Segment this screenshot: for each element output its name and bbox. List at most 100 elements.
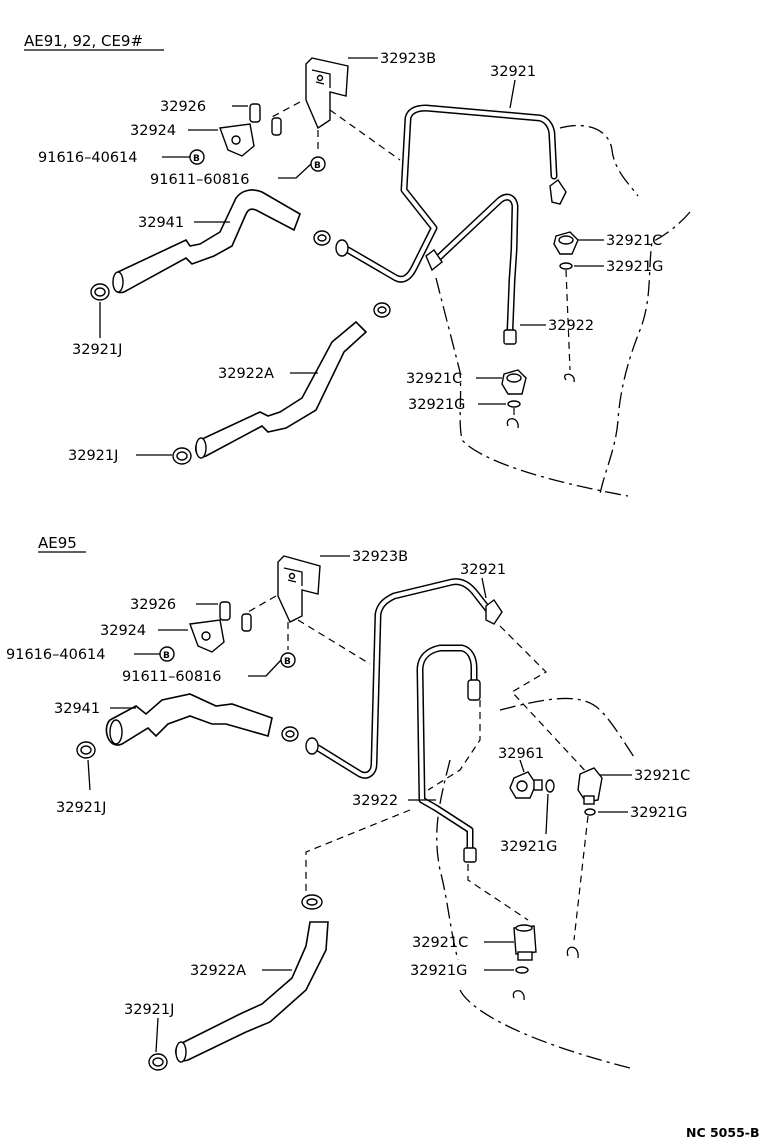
label-91616: 91616–40614 xyxy=(6,647,106,663)
fitting-32961 xyxy=(509,771,543,799)
label-32922: 32922 xyxy=(352,793,398,809)
label-32922A: 32922A xyxy=(218,366,274,382)
dashed-link xyxy=(427,700,481,791)
hose-clamp xyxy=(373,302,391,318)
clamp-32921J xyxy=(172,447,192,465)
hose-clamp xyxy=(281,726,299,742)
union-32921C xyxy=(553,231,579,255)
clamp-32924 xyxy=(189,619,225,653)
bolt-marker-icon xyxy=(159,646,175,662)
leader-32921G xyxy=(545,793,549,835)
leader-32921 xyxy=(509,79,516,109)
label-91616: 91616–40614 xyxy=(38,150,138,166)
label-91611: 91611–60816 xyxy=(150,172,250,188)
label-32923B: 32923B xyxy=(380,51,436,67)
label-32921C: 32921C xyxy=(606,233,662,249)
bracket-32923B xyxy=(305,57,349,130)
leader-32921J xyxy=(155,1017,159,1053)
label-32941: 32941 xyxy=(54,701,100,717)
hose-clamp xyxy=(301,894,323,910)
hose-32922A xyxy=(175,921,329,1063)
bolt-marker-letter: B xyxy=(314,161,321,171)
union-32921C xyxy=(577,767,603,805)
hose-32941 xyxy=(105,693,273,746)
clamp-32924 xyxy=(219,123,255,157)
gasket-32921G xyxy=(515,966,529,974)
sleeve-32926 xyxy=(249,103,261,123)
port-mark xyxy=(506,418,519,429)
bolt-marker-icon xyxy=(189,149,205,165)
dashed-link xyxy=(269,101,301,119)
union-32921C xyxy=(513,924,537,961)
label-32924: 32924 xyxy=(100,623,146,639)
sleeve-32926 xyxy=(241,613,252,632)
gasket-32921G xyxy=(545,779,555,793)
label-32921C: 32921C xyxy=(406,371,462,387)
gasket-32921G xyxy=(507,400,521,408)
port-mark xyxy=(512,990,525,1001)
engine-outline xyxy=(436,697,637,1069)
label-32921G: 32921G xyxy=(410,963,467,979)
union-32921C xyxy=(501,369,527,395)
port-mark xyxy=(564,373,575,383)
pipe-32922 xyxy=(416,644,481,863)
dashed-link xyxy=(247,595,277,613)
label-32922: 32922 xyxy=(548,318,594,334)
port-mark xyxy=(566,946,579,959)
label-32921J: 32921J xyxy=(72,342,122,358)
section-ae91: AE91, 92, CE9# 32923B 32926 32924 xyxy=(24,32,691,497)
diagram-code: NC 5055-B xyxy=(686,1125,760,1140)
clamp-32921J xyxy=(76,741,96,759)
engine-outline xyxy=(435,124,691,497)
label-32941: 32941 xyxy=(138,215,184,231)
label-32926: 32926 xyxy=(130,597,176,613)
hose-32922A xyxy=(194,320,368,459)
leader-32961 xyxy=(519,759,525,773)
dashed-link xyxy=(305,809,411,900)
bolt-marker-letter: B xyxy=(193,154,200,164)
section-header: AE95 xyxy=(38,534,77,552)
label-91611: 91611–60816 xyxy=(122,669,222,685)
sleeve-32926 xyxy=(219,601,231,621)
pipe-32922 xyxy=(425,193,519,345)
label-32921G: 32921G xyxy=(606,259,663,275)
label-32921G: 32921G xyxy=(408,397,465,413)
clamp-32921J xyxy=(148,1053,168,1071)
label-32924: 32924 xyxy=(130,123,176,139)
dashed-link xyxy=(499,625,591,777)
gasket-32921G xyxy=(584,808,596,816)
bracket-32923B xyxy=(277,555,321,623)
pipe-32921 xyxy=(305,578,503,779)
label-32922A: 32922A xyxy=(190,963,246,979)
bolt-marker-letter: B xyxy=(163,651,170,661)
hose-32941 xyxy=(112,189,301,294)
label-32921C: 32921C xyxy=(412,935,468,951)
label-32921G: 32921G xyxy=(500,839,557,855)
leader-32921 xyxy=(481,577,487,599)
leader-91611 xyxy=(248,659,282,677)
label-32923B: 32923B xyxy=(352,549,408,565)
label-32921G: 32921G xyxy=(630,805,687,821)
label-32921J: 32921J xyxy=(56,800,106,816)
label-32961: 32961 xyxy=(498,746,544,762)
clamp-32921J xyxy=(90,283,110,301)
dashed-link xyxy=(467,864,529,921)
dashed-link xyxy=(297,619,371,665)
dashed-link xyxy=(565,269,571,371)
leader-91611 xyxy=(278,163,312,179)
bolt-marker-letter: B xyxy=(284,657,291,667)
section-header: AE91, 92, CE9# xyxy=(24,32,143,50)
sleeve-32926 xyxy=(271,117,282,136)
label-32921C: 32921C xyxy=(634,768,690,784)
leader-32921J xyxy=(87,759,91,791)
dashed-link xyxy=(573,815,589,941)
hose-clamp xyxy=(313,230,331,246)
label-32921: 32921 xyxy=(490,64,536,80)
gasket-32921G xyxy=(559,262,573,270)
label-32921J: 32921J xyxy=(124,1002,174,1018)
label-32921J: 32921J xyxy=(68,448,118,464)
section-ae95: AE95 32923B 32926 32924 B 91616–40 xyxy=(6,534,690,1071)
pipe-32921 xyxy=(335,104,567,283)
label-32921: 32921 xyxy=(460,562,506,578)
